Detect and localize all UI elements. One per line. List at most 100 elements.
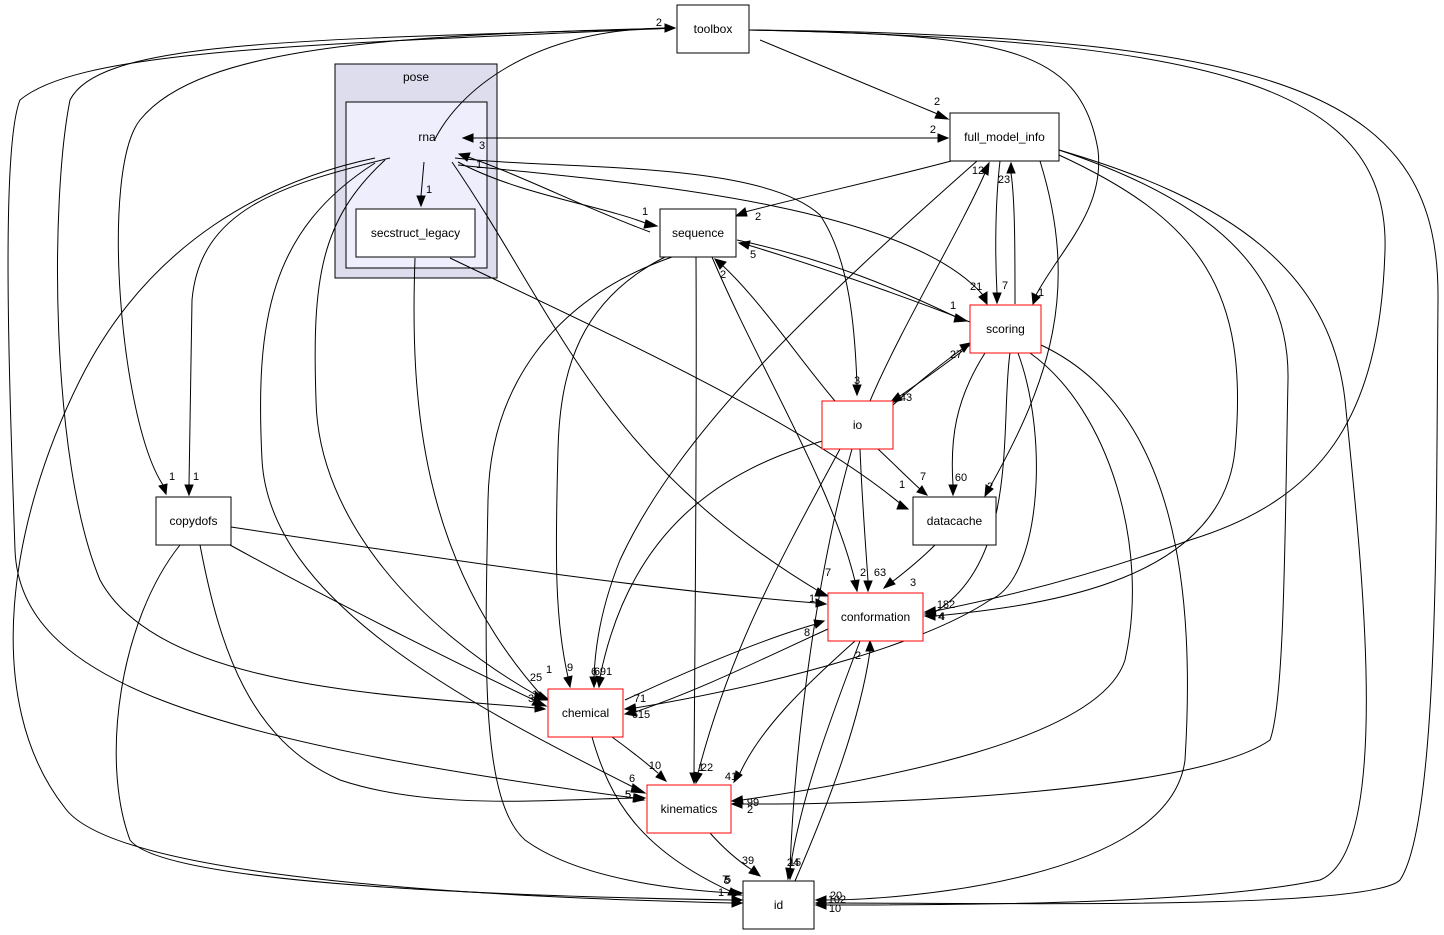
edge-label: 2: [656, 17, 662, 29]
edge-label: 8: [804, 627, 810, 639]
node-toolbox[interactable]: toolbox: [676, 4, 750, 54]
node-id-box[interactable]: [742, 880, 815, 930]
node-conformation[interactable]: conformation: [827, 592, 924, 642]
edge-label: 2: [934, 96, 940, 108]
node-chemical[interactable]: chemical: [547, 688, 624, 738]
node-sequence[interactable]: sequence: [659, 208, 737, 258]
edge-arrowhead: [714, 258, 727, 270]
edge-label: 1: [899, 479, 905, 491]
edge-line: [711, 256, 856, 582]
edge-io-to-conformation: 63: [859, 448, 886, 593]
edge-full_model_info-to-id: 10: [814, 149, 1367, 915]
edge-line: [117, 27, 676, 486]
edge-line: [736, 239, 959, 319]
node-scoring[interactable]: scoring: [969, 304, 1042, 354]
node-copydofs-label: copydofs: [169, 514, 217, 528]
edge-label: 12: [972, 165, 984, 177]
node-toolbox-box[interactable]: [676, 4, 750, 54]
edge-copydofs-to-conformation: 1: [230, 526, 828, 608]
edge-copydofs-to-id: 5: [115, 544, 744, 905]
edge-line: [457, 161, 649, 225]
edge-label: 2: [987, 481, 993, 493]
edge-arrowhead: [589, 676, 599, 689]
edge-line: [741, 352, 1133, 801]
node-io[interactable]: io: [821, 400, 894, 450]
edge-arrowhead: [923, 607, 937, 617]
edge-line: [892, 348, 963, 406]
edge-arrowhead: [863, 580, 873, 593]
edge-full_model_info-to-chemical: 691: [589, 160, 978, 689]
edge-line: [747, 244, 971, 323]
edge-chemical-to-id: 7: [591, 736, 743, 896]
node-kinematics-label: kinematics: [661, 802, 718, 816]
edge-line: [825, 344, 1188, 901]
edge-arrowhead: [980, 161, 990, 176]
edge-arrowhead: [992, 292, 1002, 305]
node-full_model_info-box[interactable]: [949, 112, 1060, 162]
node-kinematics-box[interactable]: [646, 784, 732, 834]
edge-secstruct_legacy-to-chemical: 1: [413, 257, 551, 701]
node-rna-label: rna: [418, 130, 436, 144]
edge-arrowhead: [158, 483, 168, 496]
edge-arrowhead: [634, 793, 647, 803]
edge-arrowhead: [814, 895, 827, 905]
edge-label: 9: [567, 662, 573, 674]
edge-line: [420, 161, 425, 197]
node-datacache-label: datacache: [927, 514, 983, 528]
edge-label: 60: [955, 472, 967, 484]
node-secstruct_legacy-box[interactable]: [355, 208, 476, 258]
edge-scoring-to-conformation: 4: [923, 352, 1011, 623]
node-full_model_info[interactable]: full_model_info: [949, 112, 1060, 162]
edge-line: [485, 256, 733, 894]
edge-line: [741, 149, 1289, 805]
node-toolbox-label: toolbox: [694, 22, 733, 36]
edge-label: 2: [720, 269, 726, 281]
edge-label: 41: [725, 771, 737, 783]
edge-arrowhead: [865, 639, 875, 652]
node-kinematics[interactable]: kinematics: [646, 784, 732, 834]
edge-rna-to-sequence: 1: [457, 161, 659, 229]
node-datacache-box[interactable]: [912, 496, 997, 546]
node-conformation-box[interactable]: [827, 592, 924, 642]
node-secstruct_legacy[interactable]: secstruct_legacy: [355, 208, 476, 258]
edge-label: 1: [193, 471, 199, 483]
node-copydofs-box[interactable]: [155, 496, 232, 546]
node-id[interactable]: id: [742, 880, 815, 930]
edge-label: 1: [476, 159, 482, 171]
edge-arrowhead: [850, 579, 860, 593]
node-conformation-label: conformation: [841, 610, 910, 624]
edge-label: 2: [855, 650, 861, 662]
node-sequence-box[interactable]: [659, 208, 737, 258]
edge-line: [591, 736, 733, 893]
edge-scoring-to-kinematics: 99: [730, 352, 1133, 809]
edge-rna-to-full_model_info: 2: [475, 124, 950, 143]
node-io-box[interactable]: [821, 400, 894, 450]
node-datacache[interactable]: datacache: [912, 496, 997, 546]
node-chemical-box[interactable]: [547, 688, 624, 738]
edge-full_model_info-to-conformation: 4: [923, 154, 1238, 623]
cluster-pose-label: pose: [403, 70, 429, 84]
edge-label: 7: [920, 471, 926, 483]
edge-label: 3: [910, 577, 916, 589]
edge-line: [230, 526, 817, 604]
edge-arrowhead: [737, 240, 751, 250]
edge-label: 39: [742, 855, 754, 867]
edge-arrowhead: [416, 195, 426, 208]
edge-label: 2: [860, 567, 866, 579]
edge-label: 1: [642, 206, 648, 218]
edge-arrowhead: [563, 675, 573, 689]
edge-label: 2: [747, 804, 753, 816]
edge-label: 2: [930, 124, 936, 136]
edge-sequence-to-chemical: 9: [555, 256, 666, 689]
node-chemical-label: chemical: [562, 706, 609, 720]
edge-label: 24: [787, 857, 799, 869]
edge-arrowhead: [655, 770, 668, 782]
edge-label: 20: [830, 890, 842, 902]
edge-line: [789, 448, 853, 871]
edge-rna-to-kinematics: 6: [260, 162, 647, 794]
edge-label: 7: [722, 874, 728, 886]
edge-label: 10: [649, 760, 661, 772]
node-scoring-box[interactable]: [969, 304, 1042, 354]
edge-line: [199, 544, 636, 802]
node-copydofs[interactable]: copydofs: [155, 496, 232, 546]
